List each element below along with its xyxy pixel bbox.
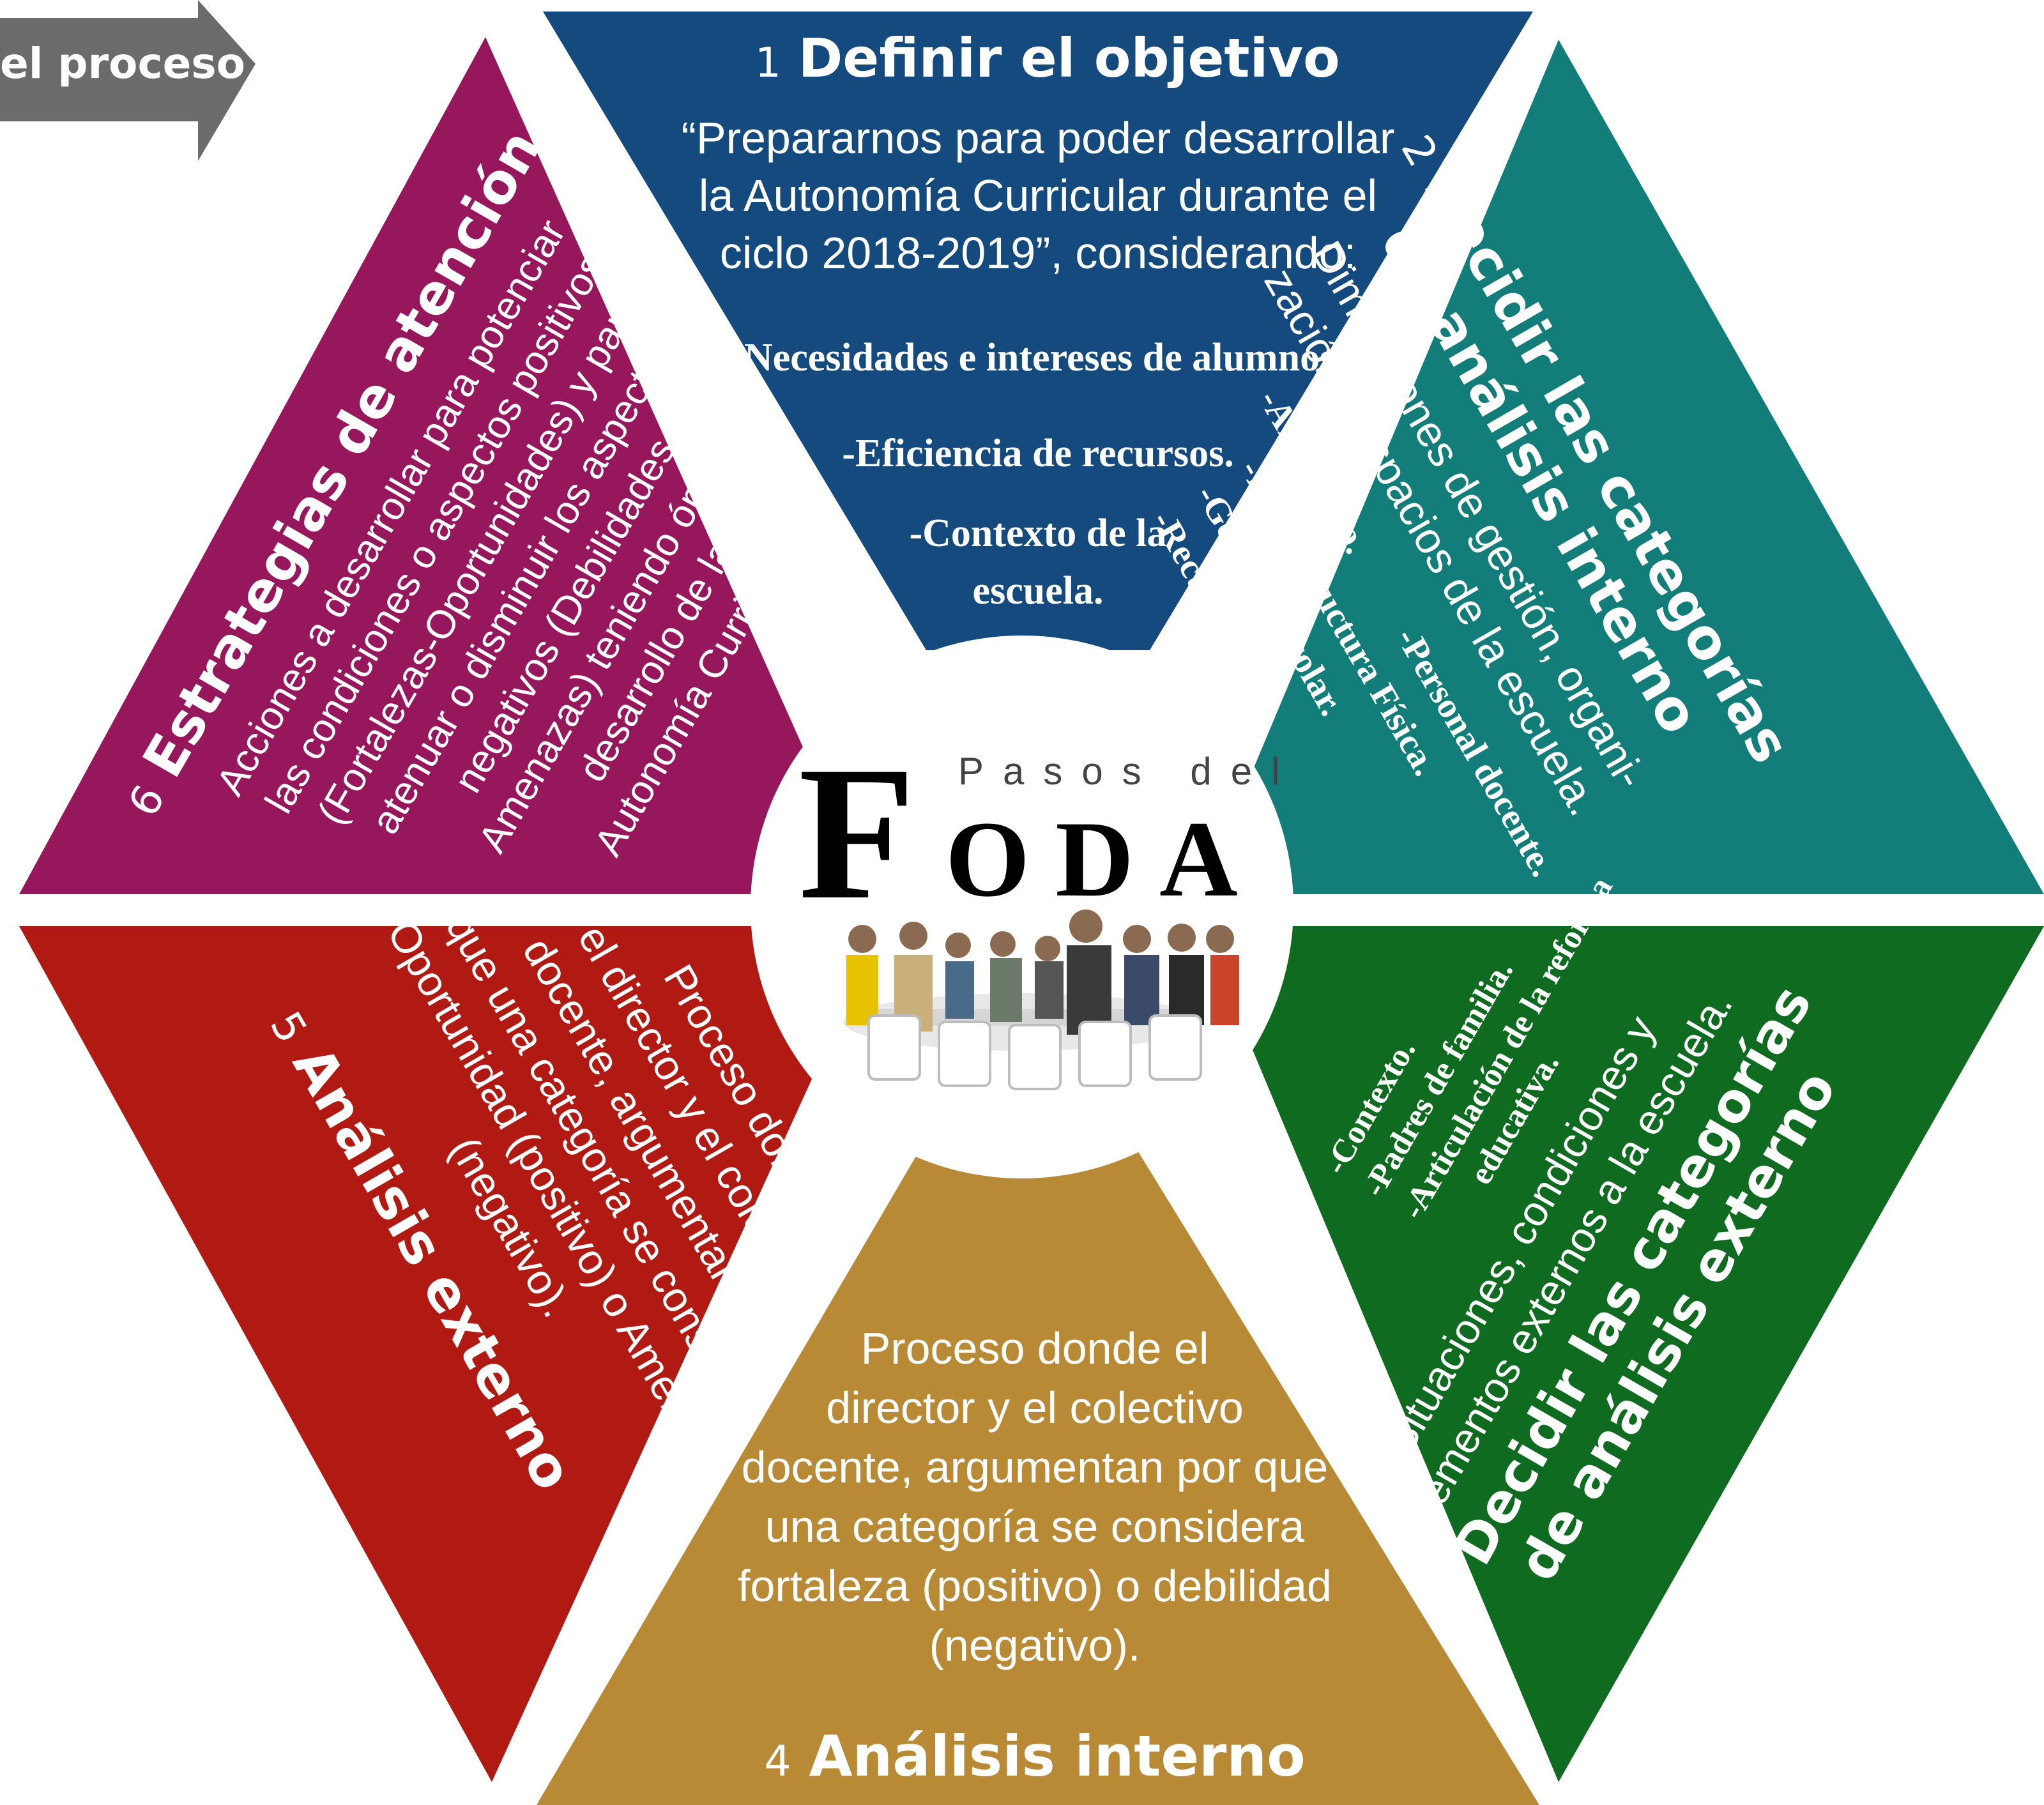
svg-text:1 Definir el objetivo: 1 Definir el objetivo [755,27,1340,89]
center-title-rest: ODA [945,799,1263,919]
segment-4-title: Análisis interno [809,1723,1305,1789]
segment-4-desc-2: docente, argumentan por que [742,1442,1328,1492]
segment-1-bullet-2: -Contexto de la [910,512,1167,555]
segment-1-number: 1 [755,40,781,87]
segment-4-desc-0: Proceso donde el [861,1323,1209,1373]
segment-1-title: Definir el objetivo [798,27,1340,89]
segment-4-number: 4 [764,1737,791,1786]
center-logo: Pasos del F ODA [751,636,1299,1178]
segment-1-bullet-1: -Eficiencia de recursos. [842,432,1234,475]
center-title-f: F [798,727,915,939]
meeting-illustration [843,910,1239,1090]
segment-1-bullet-0: -Necesidades e intereses de alumnos. [731,336,1345,379]
segment-4-desc-5: (negativo). [929,1620,1141,1670]
center-subtitle: Pasos del [958,750,1299,793]
segment-1: 1 Definir el objetivo “Prepararnos para … [682,27,1395,613]
segment-1-bullet-3: escuela. [973,569,1104,613]
svg-text:4 Análisis interno: 4 Análisis interno [764,1723,1305,1789]
segment-3-triangle [1201,926,2044,1782]
segment-1-triangle [543,11,1533,650]
process-arrow-label: el proceso [0,39,245,88]
segment-4-desc-1: director y el colectivo [826,1383,1244,1433]
segment-1-quote-0: “Prepararnos para poder desarrollar [682,113,1395,163]
segment-2-triangle [1201,40,2044,894]
segment-4: Proceso donde el director y el colectivo… [738,1323,1332,1789]
process-arrow: el proceso [0,0,256,161]
segment-4-desc-4: fortaleza (positivo) o debilidad [738,1561,1332,1611]
segment-4-desc-3: una categoría se considera [765,1502,1305,1551]
segment-1-quote-2: ciclo 2018-2019”, considerando: [720,228,1356,278]
segment-5-triangle [19,926,881,1782]
segment-6-triangle [19,37,869,894]
segment-4-triangle [537,1150,1539,1805]
segment-1-quote-1: la Autonomía Curricular durante el [699,171,1377,220]
